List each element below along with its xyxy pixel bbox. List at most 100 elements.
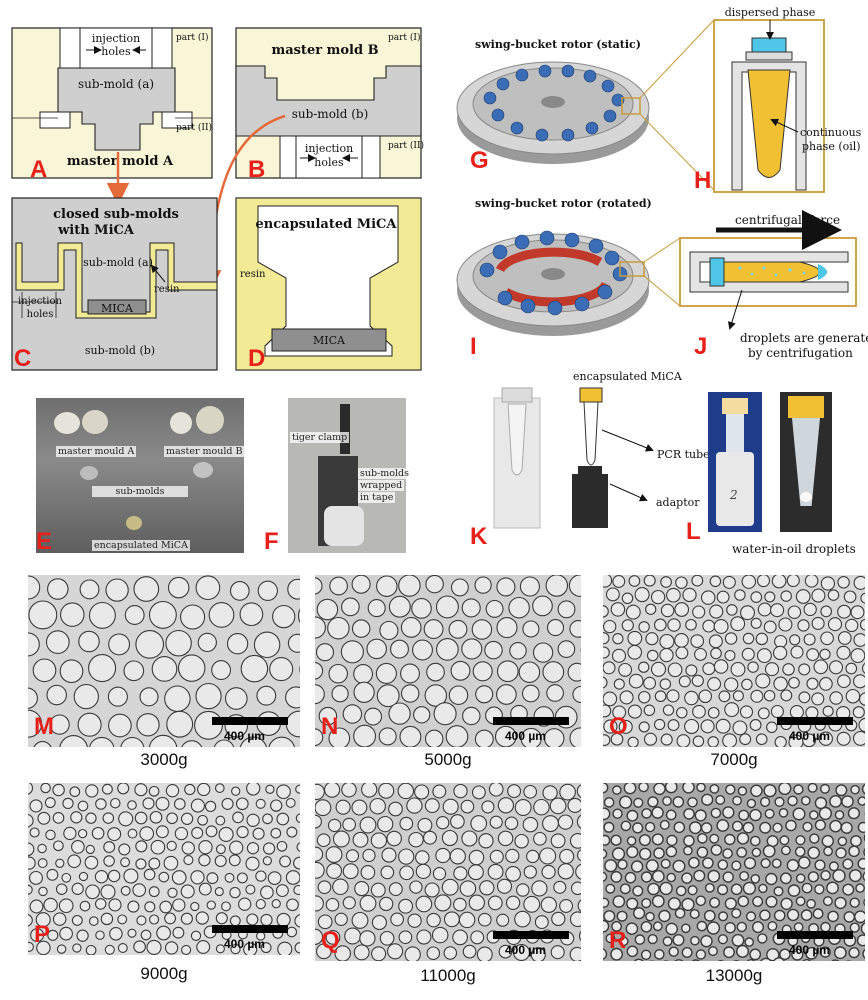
g-title: swing-bucket rotor (static) bbox=[475, 38, 641, 51]
j-droplets-line2: by centrifugation bbox=[748, 346, 853, 360]
panel-e-photo: master mould A master mould B sub-molds … bbox=[36, 398, 245, 553]
micrograph-letter-n: N bbox=[321, 713, 339, 740]
a-part2-label: part (II) bbox=[176, 122, 212, 133]
e-label-master-a: master mould A bbox=[56, 446, 137, 457]
b-submold-label: sub-mold (b) bbox=[292, 107, 369, 121]
c-resin-label: resin bbox=[154, 284, 180, 295]
scale-bar-label: 400 µm bbox=[505, 729, 546, 743]
micrograph-g-label: 11000g bbox=[420, 966, 476, 985]
micrograph-letter-p: P bbox=[34, 921, 51, 948]
panel-a-master-mold-a: injection holes sub-mold (a) part (I) pa… bbox=[11, 27, 213, 183]
panel-letter-l: L bbox=[686, 518, 701, 545]
panel-letter-d: D bbox=[248, 345, 265, 372]
panel-g-rotor-static: swing-bucket rotor (static) G bbox=[456, 38, 650, 174]
micrograph-p: P 400 µm bbox=[28, 783, 300, 955]
panel-letter-i: I bbox=[470, 333, 477, 360]
panel-d-encapsulated-mica: encapsulated MiCA resin MICA D bbox=[235, 197, 422, 372]
h-continuous-line2: phase (oil) bbox=[802, 140, 861, 153]
a-holes-line2: holes bbox=[101, 45, 131, 58]
a-holes-line1: injection bbox=[92, 32, 140, 45]
scale-bar bbox=[777, 931, 853, 939]
d-title: encapsulated MiCA bbox=[256, 217, 398, 232]
b-part1-label: part (I) bbox=[388, 32, 420, 43]
scale-bar bbox=[493, 931, 569, 939]
l-tube-mark: 2 bbox=[730, 488, 738, 502]
panel-letter-b: B bbox=[248, 156, 265, 183]
scale-bar-label: 400 µm bbox=[224, 937, 265, 951]
panel-l-photo-left: 2 bbox=[708, 392, 762, 532]
panel-letter-k: K bbox=[470, 523, 488, 550]
scale-bar bbox=[493, 717, 569, 725]
c-holes-line1: injection bbox=[18, 296, 62, 307]
d-mica-label: MICA bbox=[313, 334, 346, 347]
micrograph-letter-o: O bbox=[609, 713, 628, 740]
micrograph-g-label: 3000g bbox=[140, 750, 188, 769]
scale-bar-label: 400 µm bbox=[789, 943, 830, 957]
micrograph-g-label: 9000g bbox=[140, 964, 188, 983]
panel-l-photo-right bbox=[780, 392, 832, 532]
a-part1-label: part (I) bbox=[176, 32, 208, 43]
f-label-submolds: sub-molds bbox=[358, 468, 412, 479]
b-holes-line2: holes bbox=[314, 156, 344, 169]
micrograph-q: Q 400 µm bbox=[315, 783, 581, 961]
f-label-clamp: tiger clamp bbox=[290, 432, 350, 443]
e-label-encapsulated: encapsulated MiCA bbox=[92, 540, 190, 551]
panel-j-tube-rotated: centrifugal Force droplets are generated… bbox=[643, 210, 868, 360]
h-continuous-line1: continuous bbox=[800, 126, 862, 139]
c-title-line2: with MiCA bbox=[57, 223, 135, 238]
panel-f-photo: tiger clamp sub-molds wrapped in tape bbox=[288, 398, 412, 553]
j-droplets-line1: droplets are generated bbox=[740, 331, 868, 345]
micrograph-r: R 400 µm bbox=[603, 783, 865, 961]
panel-letter-f: F bbox=[264, 528, 279, 555]
c-title-line1: closed sub-molds bbox=[53, 207, 179, 222]
a-title: master mold A bbox=[67, 154, 174, 169]
c-submold-b: sub-mold (b) bbox=[85, 344, 155, 357]
scale-bar-label: 400 µm bbox=[505, 943, 546, 957]
b-part2-label: part (II) bbox=[388, 140, 424, 151]
scale-bar bbox=[212, 717, 288, 725]
micrograph-letter-q: Q bbox=[321, 927, 340, 954]
c-mica-label: MICA bbox=[101, 302, 134, 315]
panel-letter-a: A bbox=[30, 156, 47, 183]
panel-letter-j: J bbox=[694, 333, 707, 360]
micrograph-g-label: 7000g bbox=[710, 750, 758, 769]
micrograph-letter-r: R bbox=[609, 927, 627, 954]
micrograph-n: N 400 µm bbox=[315, 575, 581, 747]
f-label-tape: in tape bbox=[358, 492, 396, 503]
scale-bar bbox=[212, 925, 288, 933]
f-label-wrapped: wrapped bbox=[358, 480, 405, 491]
l-droplets-label: water-in-oil droplets bbox=[732, 542, 856, 556]
panel-letter-c: C bbox=[14, 345, 31, 372]
k-encapsulated-label: encapsulated MiCA bbox=[573, 370, 683, 383]
c-submold-a: sub-mold (a) bbox=[83, 256, 153, 269]
e-label-master-b: master mould B bbox=[164, 446, 245, 457]
micrograph-letter-m: M bbox=[34, 713, 54, 740]
micrograph-o: O 400 µm bbox=[603, 575, 865, 747]
b-holes-line1: injection bbox=[305, 142, 353, 155]
j-force-label: centrifugal Force bbox=[735, 213, 840, 227]
i-title: swing-bucket rotor (rotated) bbox=[475, 197, 652, 210]
d-resin-label: resin bbox=[240, 269, 266, 280]
c-mica-chip bbox=[87, 299, 147, 315]
panel-letter-g: G bbox=[470, 147, 489, 174]
scale-bar-label: 400 µm bbox=[789, 729, 830, 743]
scale-bar bbox=[777, 717, 853, 725]
c-holes-line2: holes bbox=[27, 309, 54, 320]
h-dispersed-label: dispersed phase bbox=[725, 6, 816, 19]
a-submold-label: sub-mold (a) bbox=[78, 77, 154, 91]
micrograph-g-label: 5000g bbox=[424, 750, 472, 769]
e-label-submolds: sub-molds bbox=[92, 486, 188, 497]
panel-b-master-mold-b: master mold B sub-mold (b) injection hol… bbox=[235, 27, 424, 183]
panel-k-pcr-adaptor: encapsulated MiCA PCR tube adaptor K bbox=[470, 370, 710, 550]
micrograph-m: M 400 µm bbox=[28, 575, 300, 747]
panel-i-rotor-rotated: swing-bucket rotor (rotated) I bbox=[456, 197, 652, 360]
b-title: master mold B bbox=[271, 43, 378, 58]
scale-bar-label: 400 µm bbox=[224, 729, 265, 743]
panel-c-closed-submolds: closed sub-molds with MiCA sub-mold (a) … bbox=[11, 197, 218, 372]
panel-letter-h: H bbox=[694, 167, 711, 194]
panel-letter-e: E bbox=[36, 528, 53, 555]
k-pcr-tube-label: PCR tube bbox=[657, 448, 710, 461]
panel-h-tube-static: dispersed phase continuous phase (oil) H bbox=[639, 6, 862, 194]
k-adaptor-label: adaptor bbox=[656, 496, 700, 509]
